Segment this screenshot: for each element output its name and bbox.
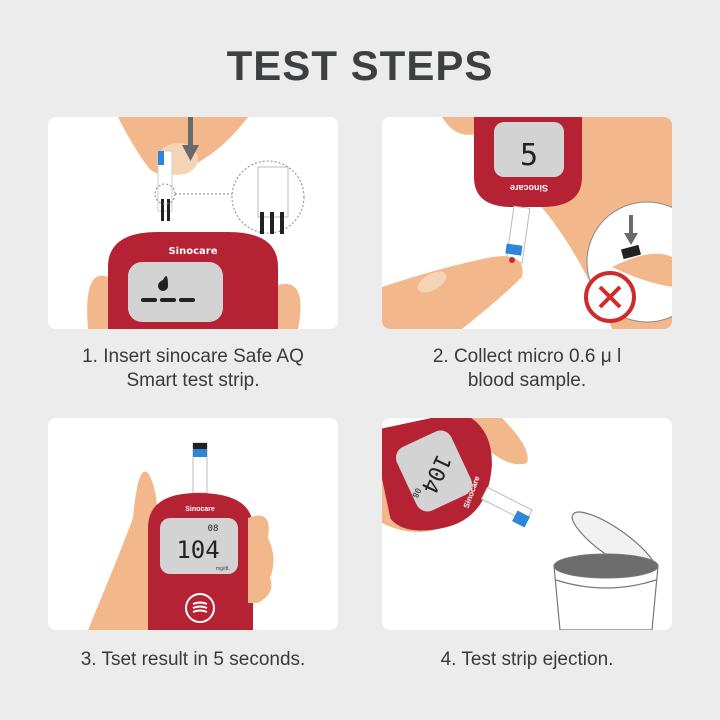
svg-text:Sinocare: Sinocare xyxy=(510,183,548,193)
caption-line: 2. Collect micro 0.6 μ l xyxy=(432,346,622,367)
svg-text:Sinocare: Sinocare xyxy=(168,246,217,257)
caption-line: Smart test strip. xyxy=(126,370,260,391)
page-title: TEST STEPS xyxy=(226,42,494,89)
step-2-illustration: 5 Sinocare xyxy=(382,117,672,329)
caption-line: 4. Test strip ejection. xyxy=(440,649,614,670)
x-icon xyxy=(598,285,622,309)
caption-line: 3. Tset result in 5 seconds. xyxy=(80,649,306,670)
meter-screen xyxy=(160,518,238,574)
step-3-caption: 3. Tset result in 5 seconds. xyxy=(23,648,363,672)
svg-text:Sinocare: Sinocare xyxy=(185,506,215,513)
step-1-illustration: Sinocare xyxy=(48,117,338,329)
svg-text:5: 5 xyxy=(520,138,538,173)
caption-line: blood sample. xyxy=(467,370,587,391)
step-3-illustration: Sinocare 08 104 mg/dL xyxy=(48,418,338,630)
meter-screen xyxy=(128,262,223,322)
svg-text:08: 08 xyxy=(410,487,422,500)
arrow-down-icon xyxy=(182,145,199,161)
blood-drop-icon xyxy=(158,276,168,291)
step-4-caption: 4. Test strip ejection. xyxy=(357,648,697,672)
step-4-illustration: 104 08 Sinocare xyxy=(382,418,672,630)
svg-text:104: 104 xyxy=(176,536,219,564)
svg-text:mg/dL: mg/dL xyxy=(216,566,230,572)
svg-text:08: 08 xyxy=(208,524,219,534)
meter-screen xyxy=(395,430,473,512)
meter-screen xyxy=(494,122,564,177)
step-2-caption: 2. Collect micro 0.6 μ l blood sample. xyxy=(357,345,697,393)
menu-button-icon xyxy=(185,593,215,623)
step-1-caption: 1. Insert sinocare Safe AQ Smart test st… xyxy=(23,345,363,393)
caption-line: 1. Insert sinocare Safe AQ xyxy=(82,346,304,367)
